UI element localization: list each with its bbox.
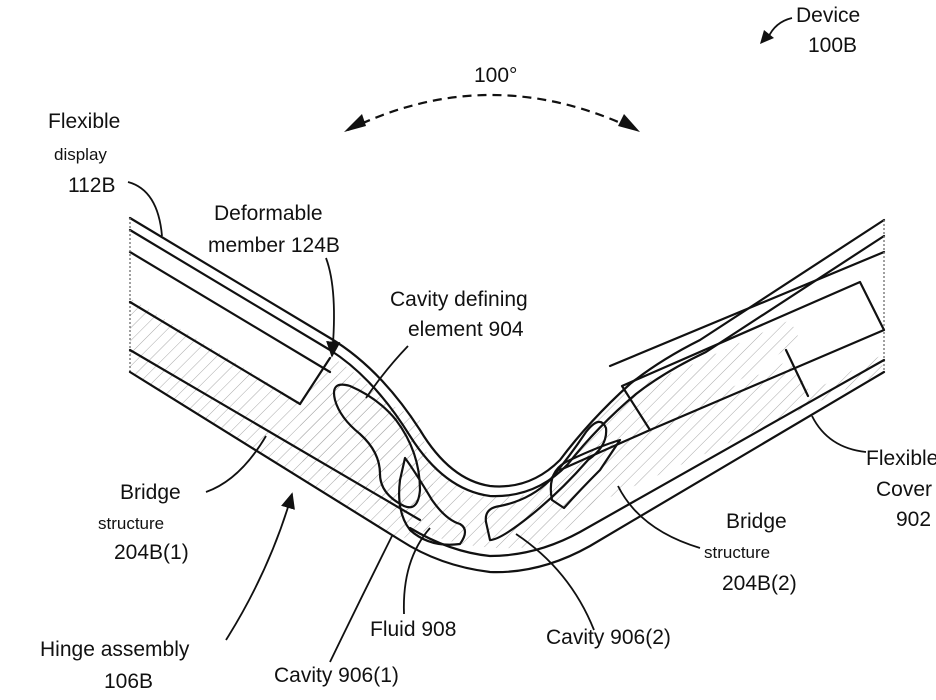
display-top-edge xyxy=(128,216,886,488)
cavity-element-hatch xyxy=(300,320,800,549)
cavity-element-line2: element 904 xyxy=(408,318,524,341)
left-layer-3 xyxy=(128,250,332,374)
bridge-2-line1: Bridge xyxy=(726,510,787,533)
flexible-cover-line2: Cover xyxy=(876,478,932,501)
cavity-upper-right xyxy=(549,438,622,510)
deformable-member-line1: Deformable xyxy=(214,202,323,225)
flexible-cover-ref: 902 xyxy=(896,508,931,531)
device-label: Device xyxy=(796,4,860,27)
right-layer-3 xyxy=(608,250,886,368)
flexible-cover-line1: Flexible xyxy=(866,447,936,470)
deformable-divider xyxy=(298,356,332,406)
cavity-1-label: Cavity 906(1) xyxy=(274,664,399,687)
bridge-1-line1: Bridge xyxy=(120,481,181,504)
left-panel xyxy=(128,216,886,574)
bridge1-top xyxy=(128,300,302,406)
leader-cavity-element xyxy=(365,345,409,399)
hinge-bottom-edge xyxy=(128,370,886,574)
flexible-display-ref: 112B xyxy=(68,174,116,197)
leader-lines xyxy=(127,181,867,663)
hinge-assembly-line1: Hinge assembly xyxy=(40,638,190,661)
leader-hinge-assembly xyxy=(225,492,295,641)
bridge-structure-2-hatch xyxy=(560,356,884,520)
right-upper-box xyxy=(620,280,886,432)
device-ref: 100B xyxy=(808,34,857,57)
hinge-assembly-ref: 106B xyxy=(104,670,153,693)
leader-cavity-2 xyxy=(515,533,595,631)
labels: Device 100B 100° Flexible display 112B D… xyxy=(40,4,936,693)
bridge-1-ref: 204B(1) xyxy=(114,541,189,564)
leader-fluid xyxy=(403,527,431,615)
cavity-906-1 xyxy=(398,456,467,546)
flexible-display-line2: display xyxy=(54,145,107,164)
leader-bridge-2 xyxy=(617,485,701,549)
bridge-1-line2: structure xyxy=(98,514,164,533)
bridge-2-ref: 204B(2) xyxy=(722,572,797,595)
leader-bridge-1 xyxy=(205,435,267,493)
right-bridge-top xyxy=(558,428,652,472)
angle-arrowhead-right xyxy=(618,114,640,132)
leader-deformable-member xyxy=(325,257,341,358)
cover-inner-edge xyxy=(408,358,886,558)
bridge-2-line2: structure xyxy=(704,543,770,562)
cavity-element-line1: Cavity defining xyxy=(390,288,528,311)
bridge1-bottom xyxy=(128,348,422,522)
deformable-member-line2: member 124B xyxy=(208,234,340,257)
leader-cavity-1 xyxy=(329,535,393,663)
angle-label: 100° xyxy=(474,64,517,87)
display-bottom-edge xyxy=(128,228,886,498)
angle-arrowhead-left xyxy=(344,114,366,132)
right-box-divider xyxy=(784,348,810,398)
fluid-label: Fluid 908 xyxy=(370,618,456,641)
cavity-upper-left xyxy=(332,383,422,509)
device-leader xyxy=(760,17,793,44)
leader-flexible-display xyxy=(127,181,163,237)
leader-flexible-cover xyxy=(811,415,867,453)
flexible-display-line1: Flexible xyxy=(48,110,120,133)
cavity-906-2 xyxy=(484,420,608,542)
angle-arrow xyxy=(344,93,640,132)
cavity-2-label: Cavity 906(2) xyxy=(546,626,671,649)
